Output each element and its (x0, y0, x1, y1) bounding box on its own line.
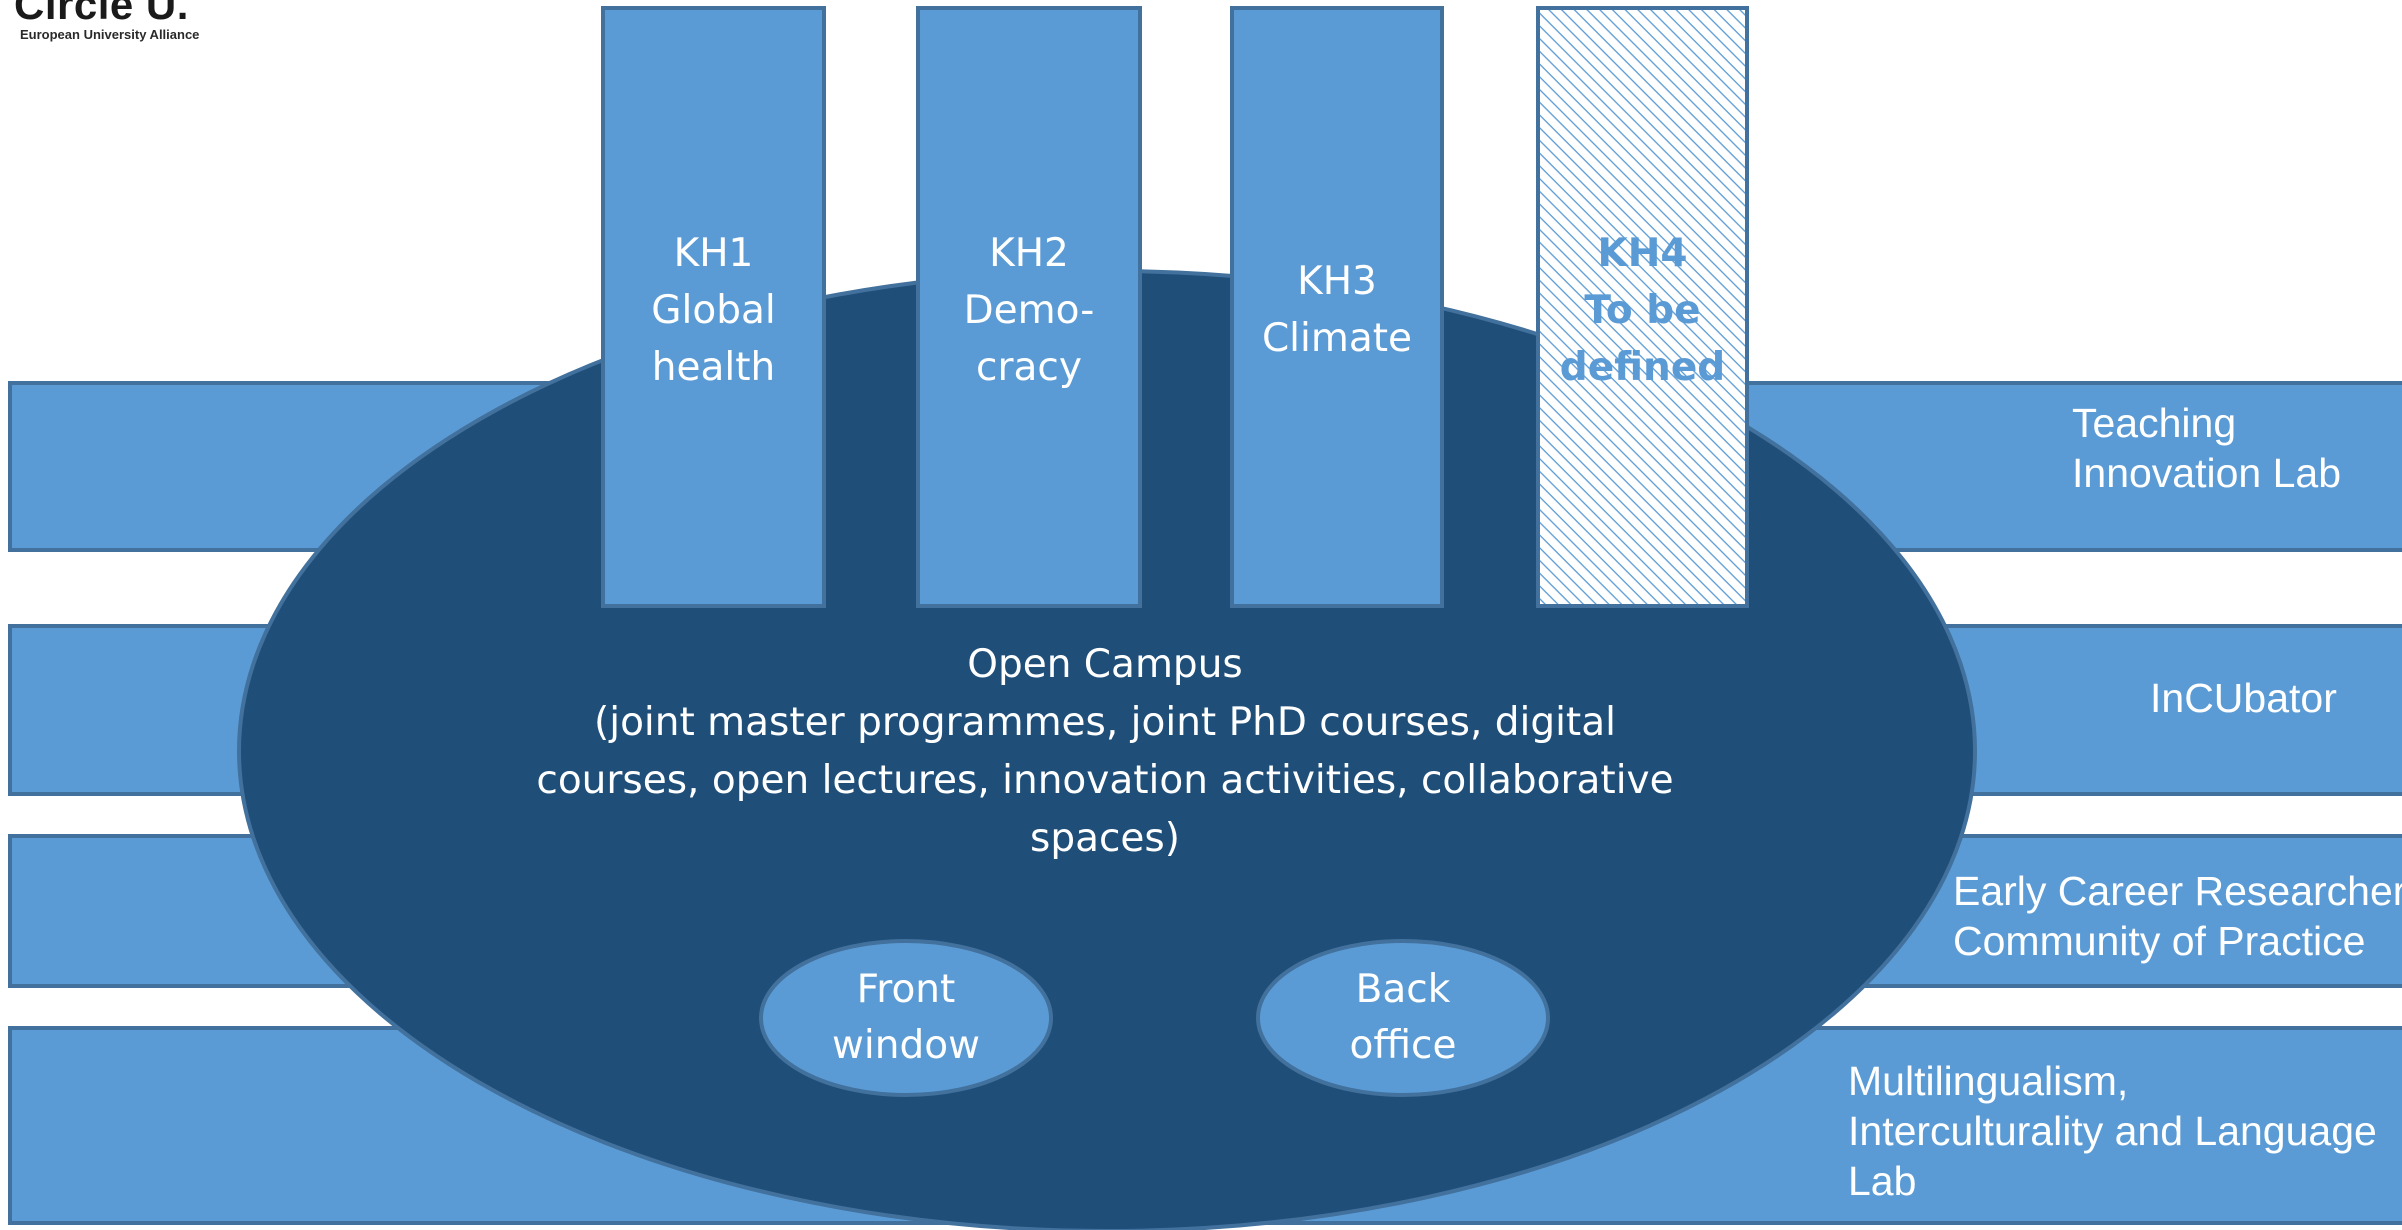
circle-u-logo: Circle U. European University Alliance (14, 0, 199, 42)
back-office-ellipse (1256, 939, 1550, 1097)
knowledge-hub-kh3 (1230, 6, 1444, 608)
knowledge-hub-kh1 (601, 6, 826, 608)
logo-name: Circle U. (14, 0, 189, 28)
open-campus-label: Open Campus (joint master programmes, jo… (536, 642, 1674, 861)
teaching-innovation-lab-label: Teaching Innovation Lab (2072, 400, 2342, 496)
knowledge-hub-kh4 (1536, 6, 1749, 608)
knowledge-hub-kh2 (916, 6, 1142, 608)
multilingualism-lab-label: Multilingualism, Interculturality and La… (1848, 1058, 2377, 1204)
front-window-ellipse (759, 939, 1053, 1097)
kh1-label: KH1 Global health (651, 230, 776, 390)
kh4-label: KH4 To be defined (1559, 230, 1726, 390)
kh2-label: KH2 Demo- cracy (963, 230, 1095, 390)
front-window-label: Front window (832, 967, 980, 1068)
kh3-label: KH3 Climate (1261, 259, 1413, 361)
incubator-label: InCUbator (2150, 675, 2337, 721)
back-office-label: Back office (1349, 967, 1457, 1068)
early-career-researcher-label: Early Career Researcher Community of Pra… (1953, 868, 2402, 964)
logo-tagline: European University Alliance (20, 27, 200, 42)
